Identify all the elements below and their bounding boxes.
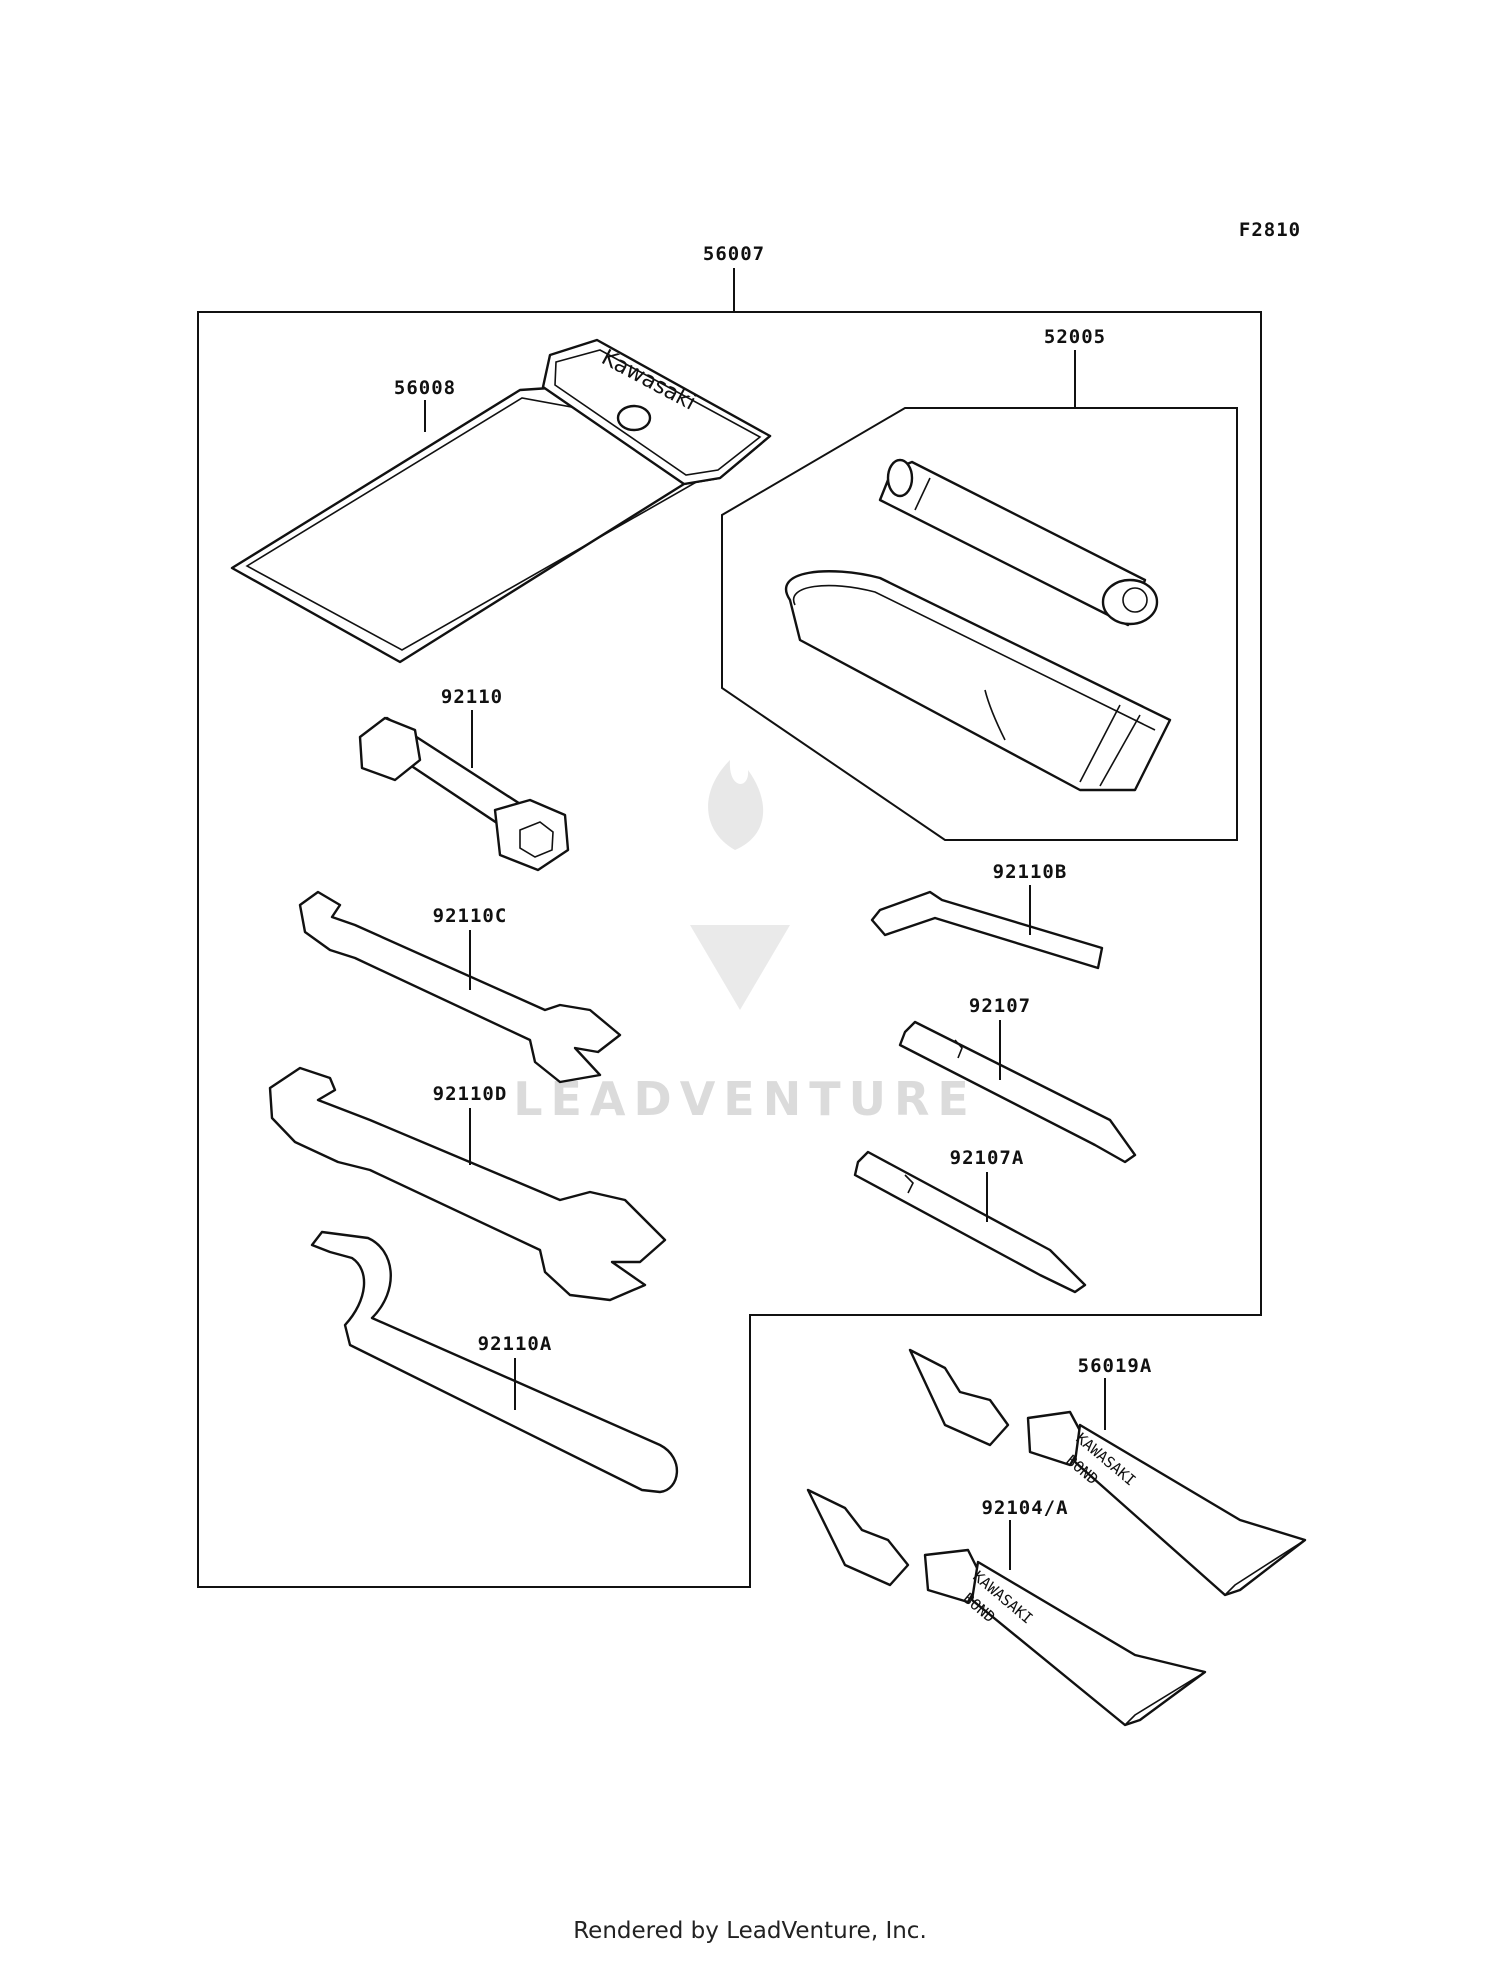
- hex-key-92110B: 92110B: [870, 861, 1104, 970]
- screwdriver-bit-92107: 92107: [898, 995, 1137, 1164]
- spark-plug-wrench-92110: 92110: [358, 686, 570, 872]
- part-label-92110C[interactable]: 92110C: [433, 905, 508, 927]
- open-wrench-92110D: 92110D: [268, 1066, 667, 1302]
- part-label-56019A[interactable]: 56019A: [1078, 1355, 1153, 1377]
- tool-kit-outline-56007: 56007: [197, 243, 1262, 1588]
- hook-spanner-92110A: 92110A: [310, 1230, 679, 1494]
- part-label-56008[interactable]: 56008: [394, 377, 456, 399]
- screwdriver-bit-92107A: 92107A: [853, 1147, 1087, 1294]
- part-label-56007[interactable]: 56007: [703, 243, 765, 265]
- part-label-92110A[interactable]: 92110A: [478, 1333, 553, 1355]
- render-credit-footer: Rendered by LeadVenture, Inc.: [573, 1918, 927, 1944]
- tire-gauge-tool: [878, 458, 1159, 627]
- pouch-snap-button: [616, 404, 652, 432]
- part-label-92110D[interactable]: 92110D: [433, 1083, 508, 1105]
- part-label-92107A[interactable]: 92107A: [950, 1147, 1025, 1169]
- bond-tube-92104A: KAWASAKI BOND 92104/A: [806, 1488, 1207, 1727]
- part-label-92110B[interactable]: 92110B: [993, 861, 1068, 883]
- watermark-text: LEADVENTURE: [513, 1072, 977, 1126]
- repair-kit-outline-52005: 52005: [721, 326, 1238, 841]
- part-label-52005[interactable]: 52005: [1044, 326, 1106, 348]
- leadventure-watermark: LEADVENTURE: [513, 760, 977, 1126]
- open-wrench-92110C: 92110C: [298, 890, 622, 1084]
- tool-pouch-56008: Kawasaki 56008: [230, 338, 772, 664]
- repair-kit-pouch: [784, 570, 1172, 792]
- part-label-92104A[interactable]: 92104/A: [981, 1497, 1068, 1519]
- figure-code: F2810: [1239, 219, 1301, 241]
- part-label-92110[interactable]: 92110: [441, 686, 503, 708]
- part-label-92107[interactable]: 92107: [969, 995, 1031, 1017]
